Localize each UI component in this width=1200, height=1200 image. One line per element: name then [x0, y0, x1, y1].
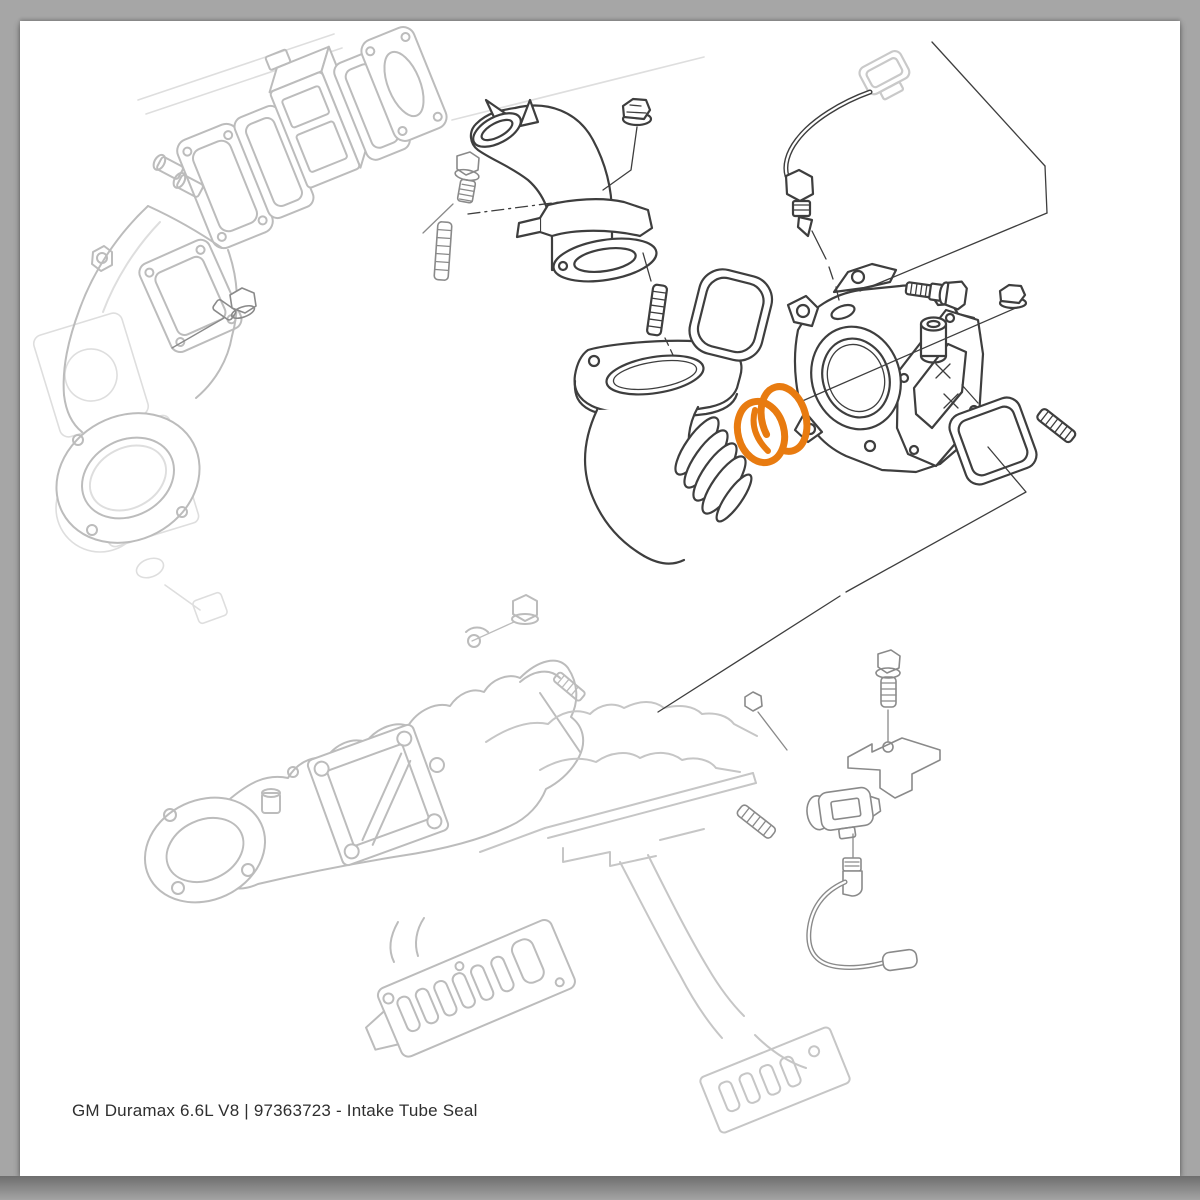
left-manifold-bolt	[171, 287, 257, 349]
pipe-collar-flange	[515, 198, 654, 239]
background-exhaust-manifold-right	[479, 701, 851, 1134]
cooler-flange-plate-left	[176, 122, 274, 250]
background-left-elbow-duct	[55, 205, 243, 544]
hose-elbow-fitting	[842, 857, 863, 897]
temp-sensor	[783, 49, 911, 238]
leader-lines	[467, 41, 1048, 713]
hose-end-sleeve	[881, 948, 918, 972]
manifold-bolt-and-stud	[422, 151, 480, 281]
map-sensor	[806, 786, 882, 840]
bottom-shadow-strip	[0, 1176, 1200, 1200]
housing-bolt	[904, 280, 968, 311]
cooler-flange-plate-right	[360, 26, 448, 142]
pressure-sensor-assembly	[736, 649, 941, 972]
bracket-bolt	[875, 649, 901, 743]
caption: GM Duramax 6.6L V8 | 97363723 - Intake T…	[72, 1101, 478, 1121]
intake-tube-seal-highlight	[733, 383, 811, 467]
small-bolt	[172, 171, 204, 198]
sensor-connector	[858, 49, 911, 101]
background-cooler-stack	[152, 26, 448, 250]
turbo-mount-flange	[306, 723, 450, 867]
background-exhaust-manifold-left	[143, 594, 586, 904]
intake-housing	[786, 262, 985, 474]
cooler-core-block	[264, 45, 369, 189]
gasket-stud	[1036, 408, 1077, 444]
intake-elbow-tube	[573, 339, 753, 565]
flange-gasket	[552, 237, 658, 283]
flange-nut-top	[621, 97, 653, 127]
manifold-stud	[736, 804, 777, 839]
caption-text: GM Duramax 6.6L V8 | 97363723 - Intake T…	[72, 1101, 478, 1120]
flange-nut-right	[998, 283, 1028, 310]
sensor-bracket	[847, 737, 941, 799]
housing-gasket	[948, 396, 1038, 486]
square-seal-ring	[688, 268, 774, 362]
mounting-stud	[646, 283, 668, 337]
main-assembly	[469, 49, 1077, 565]
small-nut	[744, 691, 788, 751]
background-heat-shield	[365, 917, 576, 1058]
